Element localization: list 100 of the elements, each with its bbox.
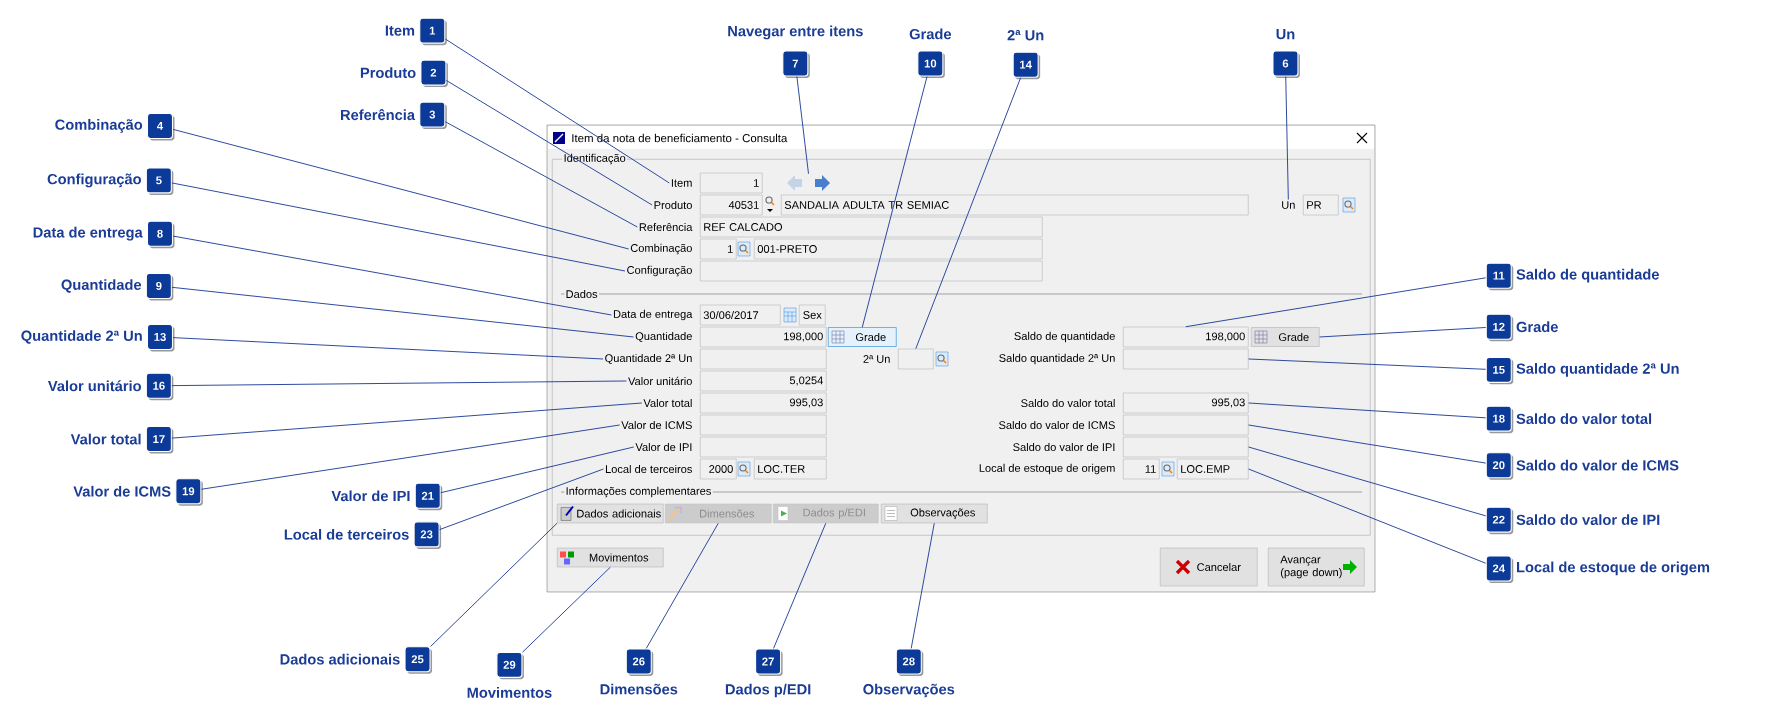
callout-number: 10 [917,50,945,79]
input-field: Sex [799,304,826,326]
input-field: PR [1303,194,1339,216]
callout-number: 28 [895,648,924,676]
callout-number: 9 [145,272,174,301]
leader-line [172,235,612,316]
callout-number: 21 [414,482,443,511]
button: Dados p/EDI [773,503,879,524]
navigation-arrows-icon [787,175,830,191]
callout-label: Saldo quantidade 2ª Un [1516,363,1679,377]
callout-number: 26 [625,648,654,676]
field-label: Saldo do valor total [1021,398,1115,408]
input-field: 198,000 [1123,326,1249,348]
field-label: Valor de ICMS [621,420,692,430]
field-label: Un [1282,201,1295,209]
callout-number: 2 [420,59,448,88]
callout-label: Saldo de quantidade [1516,268,1659,283]
leader-line [444,38,670,184]
input-field [700,348,827,370]
callout-label: Grade [909,28,952,40]
field-label: Valor de IPI [635,442,692,452]
field-label: Quantidade 2ª Un [605,353,692,365]
callout-number: 18 [1485,405,1514,434]
input-field: LOC.EMP [1177,458,1249,480]
leader-line [171,182,626,272]
input-field: 995,03 [1123,392,1249,414]
leader-line [171,402,643,439]
input-field [1123,414,1249,436]
field-label: Produto [654,200,692,210]
callout-number: 7 [782,50,810,79]
leader-line [910,522,935,649]
leader-line [773,522,827,649]
leader-line [171,380,627,387]
leader-line [430,522,558,647]
callout-label: Local de estoque de origem [1517,561,1710,576]
callout-number: 13 [146,323,175,352]
leader-line [1248,358,1487,370]
callout-label: Quantidade 2ª Un [21,330,142,344]
callout-label: Valor de IPI [331,490,410,502]
leader-line [915,77,1022,350]
field-label: Saldo do valor de ICMS [999,420,1115,430]
field-label: Valor unitário [628,376,692,386]
field-label: Referência [639,222,693,232]
callout-number: 24 [1485,555,1514,583]
leader-line [446,80,653,206]
leader-line [200,424,621,490]
leader-line [1185,277,1487,328]
callout-label: Referência [341,109,416,121]
leader-line [440,446,635,494]
field-label: Data de entrega [613,309,693,321]
callout-number: 14 [1012,51,1041,80]
input-field [898,348,934,370]
field-label: Combinação [630,243,692,255]
callout-number: 11 [1485,262,1514,291]
callout-label: Configuração [47,173,141,188]
callout-number: 8 [146,220,175,249]
leader-line [1248,402,1487,419]
leader-line [1248,446,1487,517]
button: Avançar (page down) [1268,547,1365,587]
callout-label: Observações [863,683,955,698]
leader-line [444,121,638,228]
input-field: 1 [700,172,763,194]
callout-number: 23 [413,521,442,549]
button: Cancelar [1160,547,1258,587]
input-field: 2000 [700,458,737,480]
callout-label: Data de entrega [33,226,143,241]
callout-number: 6 [1272,50,1300,79]
field-label: Saldo quantidade 2ª Un [999,353,1115,365]
field-label: Local de terceiros [605,464,692,474]
callout-label: Grade [1516,321,1558,333]
callout-number: 27 [755,648,783,676]
leader-line [1248,424,1487,464]
callout-label: Saldo do valor de ICMS [1516,459,1679,471]
callout-number: 1 [419,17,447,46]
callout-number: 15 [1485,356,1514,385]
leader-line [645,522,719,649]
callout-label: Produto [360,67,416,78]
input-field: 40531 [700,194,763,216]
input-field: 11 [1123,458,1160,480]
leader-line [439,468,604,531]
input-field: 30/06/2017 [700,304,781,326]
section-heading: Dados [561,288,1362,300]
callout-label: Combinação [55,119,143,133]
callout-number: 4 [146,112,175,141]
input-field: 001-PRETO [754,238,1043,260]
callout-number: 19 [175,478,203,506]
input-field: 1 [700,238,737,260]
callout-number: 5 [145,167,174,195]
leader-line [172,337,604,360]
field-label: Local de estoque de origem [979,463,1115,475]
field-label: Quantidade [635,331,692,343]
callout-number: 16 [145,372,174,401]
callout-label: Quantidade [61,279,142,293]
section-heading: Informações complementares [561,485,1362,499]
callout-label: 2ª Un [1007,30,1044,41]
callout-number: 12 [1485,313,1514,342]
field-label: Saldo de quantidade [1014,331,1115,343]
callout-label: Dimensões [600,683,678,695]
field-label: Configuração [627,265,692,277]
callout-label: Valor total [70,433,141,445]
